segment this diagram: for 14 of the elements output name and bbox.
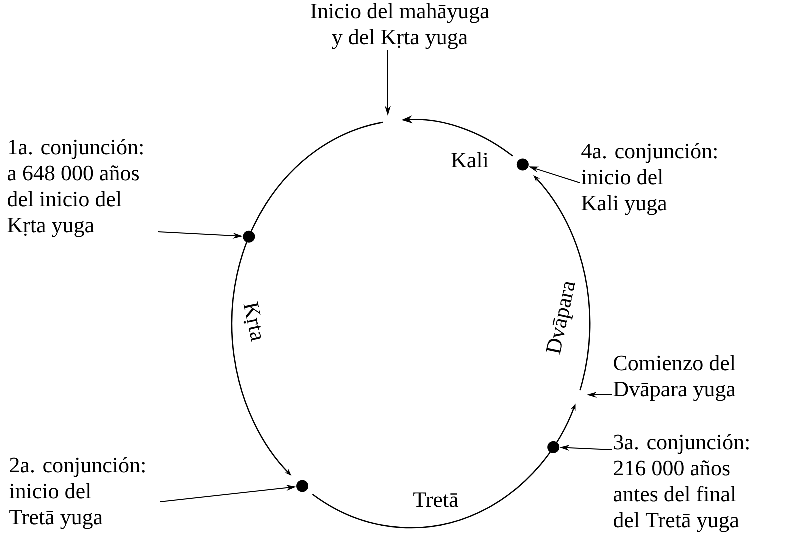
edge-label: Kṛta [244,302,262,342]
annotation-text: 3a. conjunción: 216 000 años antes del final del Tretā yuga [614,434,749,532]
conjunction-dot [516,158,529,171]
annotation-text: Comienzo del Dvāpara yuga [614,355,736,402]
annotation-text: Inicio del mahāyuga y del Kṛta yuga [311,3,490,50]
edge-label: Kali [452,152,489,168]
annotation-text: 1a. conjunción: a 648 000 años del inicio del Kṛta yuga [8,139,143,238]
edge-label: Dvāpara [546,282,576,355]
annotation-text: 2a. conjunción: inicio del Tretā yuga [10,457,145,530]
conjunction-dot [243,230,256,243]
edge-label: Tretā [414,492,459,508]
conjunction-dot [548,441,560,454]
annotation-text: 4a. conjunción: inicio del Kali yuga [582,143,717,216]
conjunction-dot [296,480,309,492]
